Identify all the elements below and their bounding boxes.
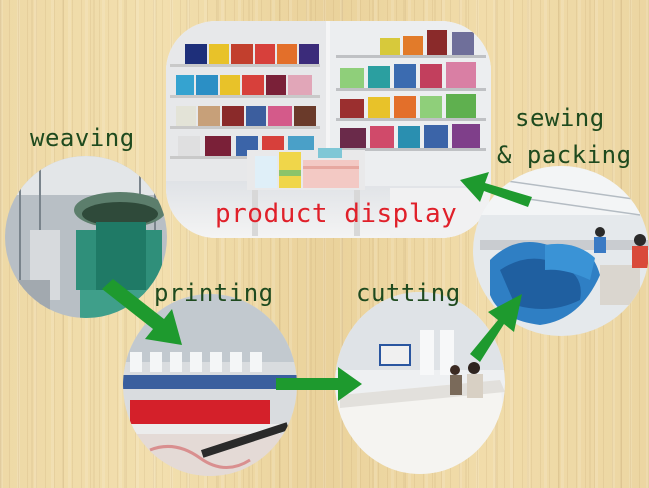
step-label-weaving: weaving [30, 124, 135, 152]
step-label-product-display: product display [215, 199, 458, 229]
step-label-cutting: cutting [356, 279, 461, 307]
arrow-icon [470, 294, 522, 362]
step-label-packing: & packing [497, 141, 632, 169]
step-label-printing: printing [154, 279, 274, 307]
flow-arrows [102, 172, 532, 401]
arrow-icon [460, 172, 532, 207]
arrow-icon [276, 367, 362, 401]
weaving-photo [5, 156, 167, 318]
step-label-sewing: sewing [515, 104, 605, 132]
product-display-photo [166, 21, 491, 238]
arrow-icon [102, 279, 182, 345]
